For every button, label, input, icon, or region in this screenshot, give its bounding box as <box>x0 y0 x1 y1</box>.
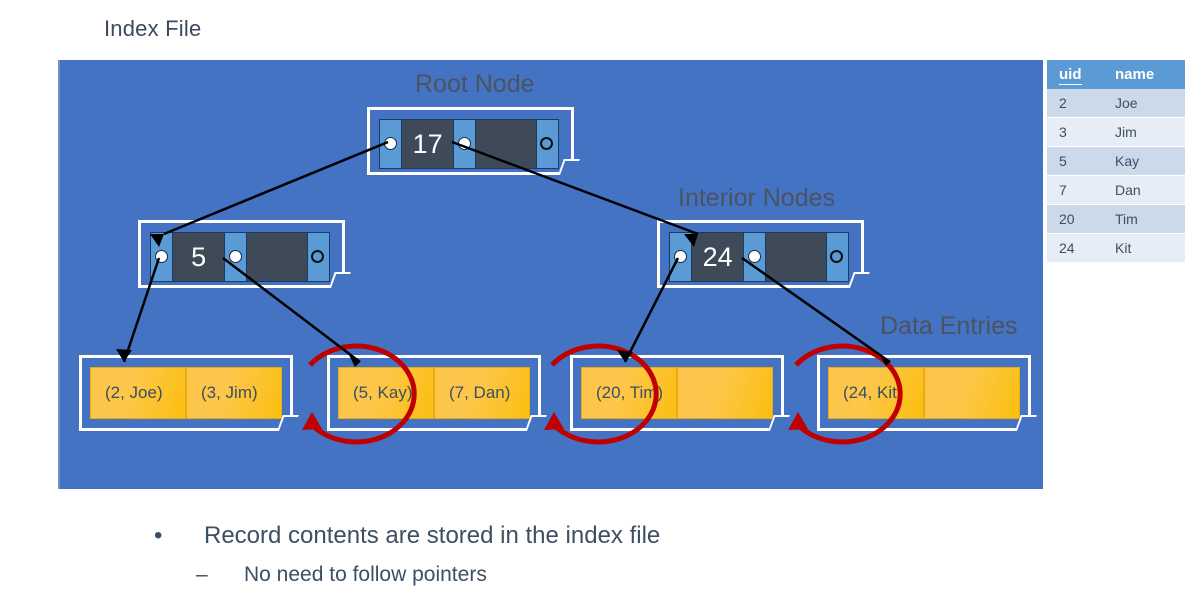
leaf-node-2[interactable]: (5, Kay) (7, Dan) <box>338 367 530 419</box>
column-header-name: name <box>1103 60 1185 89</box>
root-key-1 <box>476 120 537 168</box>
interior-left-key-0: 5 <box>173 233 225 281</box>
pointer-dot-icon <box>228 250 242 263</box>
pointer-dot-empty-icon <box>830 250 844 263</box>
leaf-1-entry-0: (2, Joe) <box>90 367 186 419</box>
cell-name: Dan <box>1103 175 1185 205</box>
pointer-dot-icon <box>154 250 168 263</box>
root-node[interactable]: 17 <box>379 119 559 169</box>
leaf-node-4-page: (24, Kit) <box>817 355 1037 431</box>
interior-left-pointer-2[interactable] <box>307 233 330 281</box>
cell-uid: 20 <box>1047 204 1103 234</box>
sibling-arrowhead-3 <box>788 412 808 430</box>
leaf-node-4[interactable]: (24, Kit) <box>828 367 1020 419</box>
sibling-arrowhead-1 <box>302 412 322 430</box>
cell-name: Kay <box>1103 146 1185 176</box>
page-fold-icon <box>848 272 870 288</box>
leaf-node-1[interactable]: (2, Joe) (3, Jim) <box>90 367 282 419</box>
root-pointer-0[interactable] <box>380 120 403 168</box>
interior-right-key-1 <box>766 233 827 281</box>
leaf-2-entry-1: (7, Dan) <box>434 367 530 419</box>
interior-left-pointer-1[interactable] <box>224 233 248 281</box>
pointer-dot-icon <box>457 137 471 150</box>
column-header-uid-label: uid <box>1059 66 1082 85</box>
root-key-0: 17 <box>402 120 454 168</box>
interior-node-right-page: 24 <box>657 220 870 288</box>
bullet-list: • Record contents are stored in the inde… <box>148 518 948 592</box>
pointer-dot-icon <box>747 250 761 263</box>
bullet-marker-icon: • <box>154 522 163 549</box>
leaf-1-entry-1: (3, Jim) <box>186 367 282 419</box>
interior-right-key-0: 24 <box>692 233 744 281</box>
bullet-level1: • Record contents are stored in the inde… <box>148 518 948 554</box>
diagram-canvas: Root Node Interior Nodes Data Entries 17… <box>58 60 1043 489</box>
leaf-3-entry-1 <box>677 367 773 419</box>
cell-name: Tim <box>1103 204 1185 234</box>
pointer-dot-empty-icon <box>540 137 554 150</box>
root-node-page: 17 <box>367 107 580 175</box>
bullet-level1-text: Record contents are stored in the index … <box>204 522 661 549</box>
interior-left-key-1 <box>247 233 308 281</box>
caption-root-node: Root Node <box>415 70 535 98</box>
leaf-4-entry-0: (24, Kit) <box>828 367 924 419</box>
leaf-node-3-page: (20, Tim) <box>570 355 790 431</box>
cell-uid: 7 <box>1047 175 1103 205</box>
interior-right-pointer-0[interactable] <box>670 233 693 281</box>
leaf-3-entry-0: (20, Tim) <box>581 367 677 419</box>
cell-name: Kit <box>1103 233 1185 263</box>
interior-node-left-page: 5 <box>138 220 351 288</box>
pointer-dot-empty-icon <box>311 250 325 263</box>
interior-node-right[interactable]: 24 <box>669 232 849 282</box>
pointer-dot-icon <box>673 250 687 263</box>
page-title: Index File <box>104 16 202 41</box>
leaf-2-entry-0: (5, Kay) <box>338 367 434 419</box>
interior-right-pointer-1[interactable] <box>743 233 767 281</box>
sibling-arrowhead-2 <box>544 412 564 430</box>
bullet-level2-text: No need to follow pointers <box>244 563 487 586</box>
cell-uid: 3 <box>1047 117 1103 147</box>
caption-interior-nodes: Interior Nodes <box>678 184 836 212</box>
page-fold-icon <box>329 272 351 288</box>
caption-data-entries: Data Entries <box>880 312 1018 340</box>
leaf-node-3[interactable]: (20, Tim) <box>581 367 773 419</box>
root-pointer-2[interactable] <box>536 120 559 168</box>
cell-uid: 5 <box>1047 146 1103 176</box>
interior-node-left[interactable]: 5 <box>150 232 330 282</box>
table-header-row: uid name <box>1047 60 1185 89</box>
cell-name: Jim <box>1103 117 1185 147</box>
bullet-level2: – No need to follow pointers <box>148 558 948 592</box>
interior-right-pointer-2[interactable] <box>826 233 849 281</box>
column-header-uid: uid <box>1047 60 1103 89</box>
interior-left-pointer-0[interactable] <box>151 233 174 281</box>
leaf-node-1-page: (2, Joe) (3, Jim) <box>79 355 299 431</box>
cell-uid: 2 <box>1047 89 1103 118</box>
cell-uid: 24 <box>1047 233 1103 263</box>
pointer-dot-icon <box>383 137 397 150</box>
leaf-4-entry-1 <box>924 367 1020 419</box>
cell-name: Joe <box>1103 89 1185 118</box>
dash-marker-icon: – <box>196 563 208 586</box>
page-fold-icon <box>558 159 580 175</box>
root-pointer-1[interactable] <box>453 120 477 168</box>
leaf-node-2-page: (5, Kay) (7, Dan) <box>327 355 547 431</box>
